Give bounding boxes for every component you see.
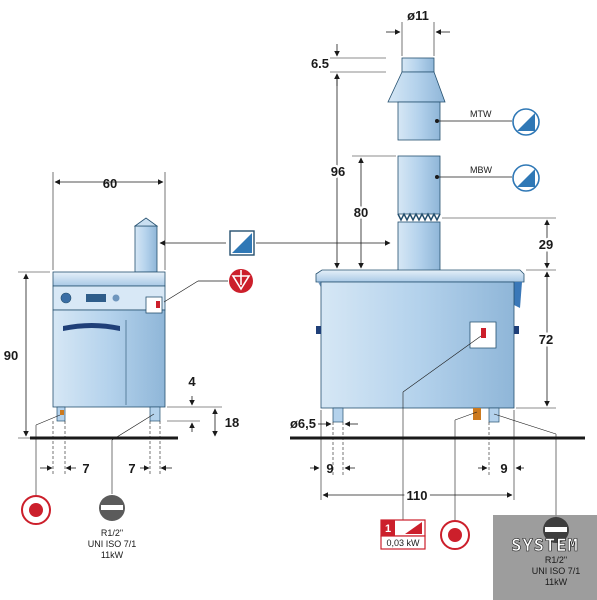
control-button <box>112 294 120 302</box>
label-mbw: MBW <box>470 165 493 175</box>
flue-section-middle <box>397 155 441 215</box>
gas-left-line2: UNI ISO 7/1 <box>88 539 137 549</box>
dim-height-left: 90 <box>4 348 18 363</box>
right-foot-2 <box>488 407 500 423</box>
dim-side-left-b: 7 <box>128 461 135 476</box>
gas-connection-right: SYSTEM R1/2" UNI ISO 7/1 11kW <box>493 413 597 600</box>
dim-flue-height: 96 <box>331 164 345 179</box>
right-foot-1 <box>332 407 344 423</box>
electric-power: 0,03 kW <box>386 538 420 548</box>
right-side-knob-right <box>514 326 519 334</box>
control-knob <box>60 292 72 304</box>
right-connection-terminal <box>481 328 486 338</box>
gas-left-line1: R1/2" <box>101 528 123 538</box>
control-display <box>86 294 106 302</box>
dim-foot-height: 18 <box>225 415 239 430</box>
flue-type-symbol <box>159 230 391 256</box>
right-gas-inlet <box>473 408 481 420</box>
dim-flue-top: 29 <box>539 237 553 252</box>
left-dimensions: 60 90 4 18 7 7 <box>4 172 239 476</box>
gas-right-line1: R1/2" <box>545 555 567 565</box>
dim-side-right-a: 9 <box>326 461 333 476</box>
gas-right-line2: UNI ISO 7/1 <box>532 566 581 576</box>
dim-foot-gap: 4 <box>188 374 196 389</box>
dim-side-right-b: 9 <box>500 461 507 476</box>
flue-grille <box>397 212 441 222</box>
equipotential-symbol <box>163 269 253 303</box>
electric-connection: 1 0,03 kW <box>380 335 482 550</box>
label-mtw: MTW <box>470 109 492 119</box>
dim-body-height: 72 <box>539 332 553 347</box>
thermostat-labels: MTW MBW <box>435 108 540 192</box>
dim-flue-mid: 80 <box>354 205 368 220</box>
dim-width-left: 60 <box>103 176 117 191</box>
gas-connection-left: R1/2" UNI ISO 7/1 11kW <box>21 413 155 560</box>
dim-foot-diameter: ø6,5 <box>290 416 316 431</box>
right-unit-top <box>315 269 525 283</box>
left-gas-inlet <box>60 410 64 415</box>
left-flue-stub <box>134 225 158 273</box>
electric-phase: 1 <box>385 523 391 535</box>
left-flue-cap <box>133 217 159 227</box>
water-inlet-right <box>440 411 478 550</box>
svg-text:72: 72 <box>539 332 553 347</box>
dim-width-right: 110 <box>407 488 428 503</box>
right-unit <box>290 57 585 440</box>
svg-text:29: 29 <box>539 237 553 252</box>
watermark-text: SYSTEM <box>511 536 578 556</box>
flue-top <box>401 57 435 73</box>
flue-section-upper <box>397 101 441 141</box>
flue-hood <box>387 71 446 103</box>
dim-flue-diameter: ø11 <box>407 8 429 23</box>
dim-flue-cap: 6.5 <box>311 56 329 71</box>
left-unit-top <box>52 271 166 287</box>
svg-text:96: 96 <box>331 164 345 179</box>
right-dimensions: ø11 6.5 96 96 80 80 29 29 72 72 ø6,5 9 <box>290 8 556 506</box>
flue-section-lower <box>397 221 441 273</box>
left-connection-terminal <box>156 301 160 308</box>
gas-right-line3: 11kW <box>545 577 568 587</box>
door-handle <box>63 323 120 331</box>
svg-text:80: 80 <box>354 205 368 220</box>
left-foot-2 <box>149 406 161 422</box>
gas-left-line3: 11kW <box>101 550 124 560</box>
dim-side-left-a: 7 <box>82 461 89 476</box>
right-side-knob-left <box>316 326 321 334</box>
left-unit <box>30 217 178 440</box>
svg-text:110: 110 <box>407 488 428 503</box>
